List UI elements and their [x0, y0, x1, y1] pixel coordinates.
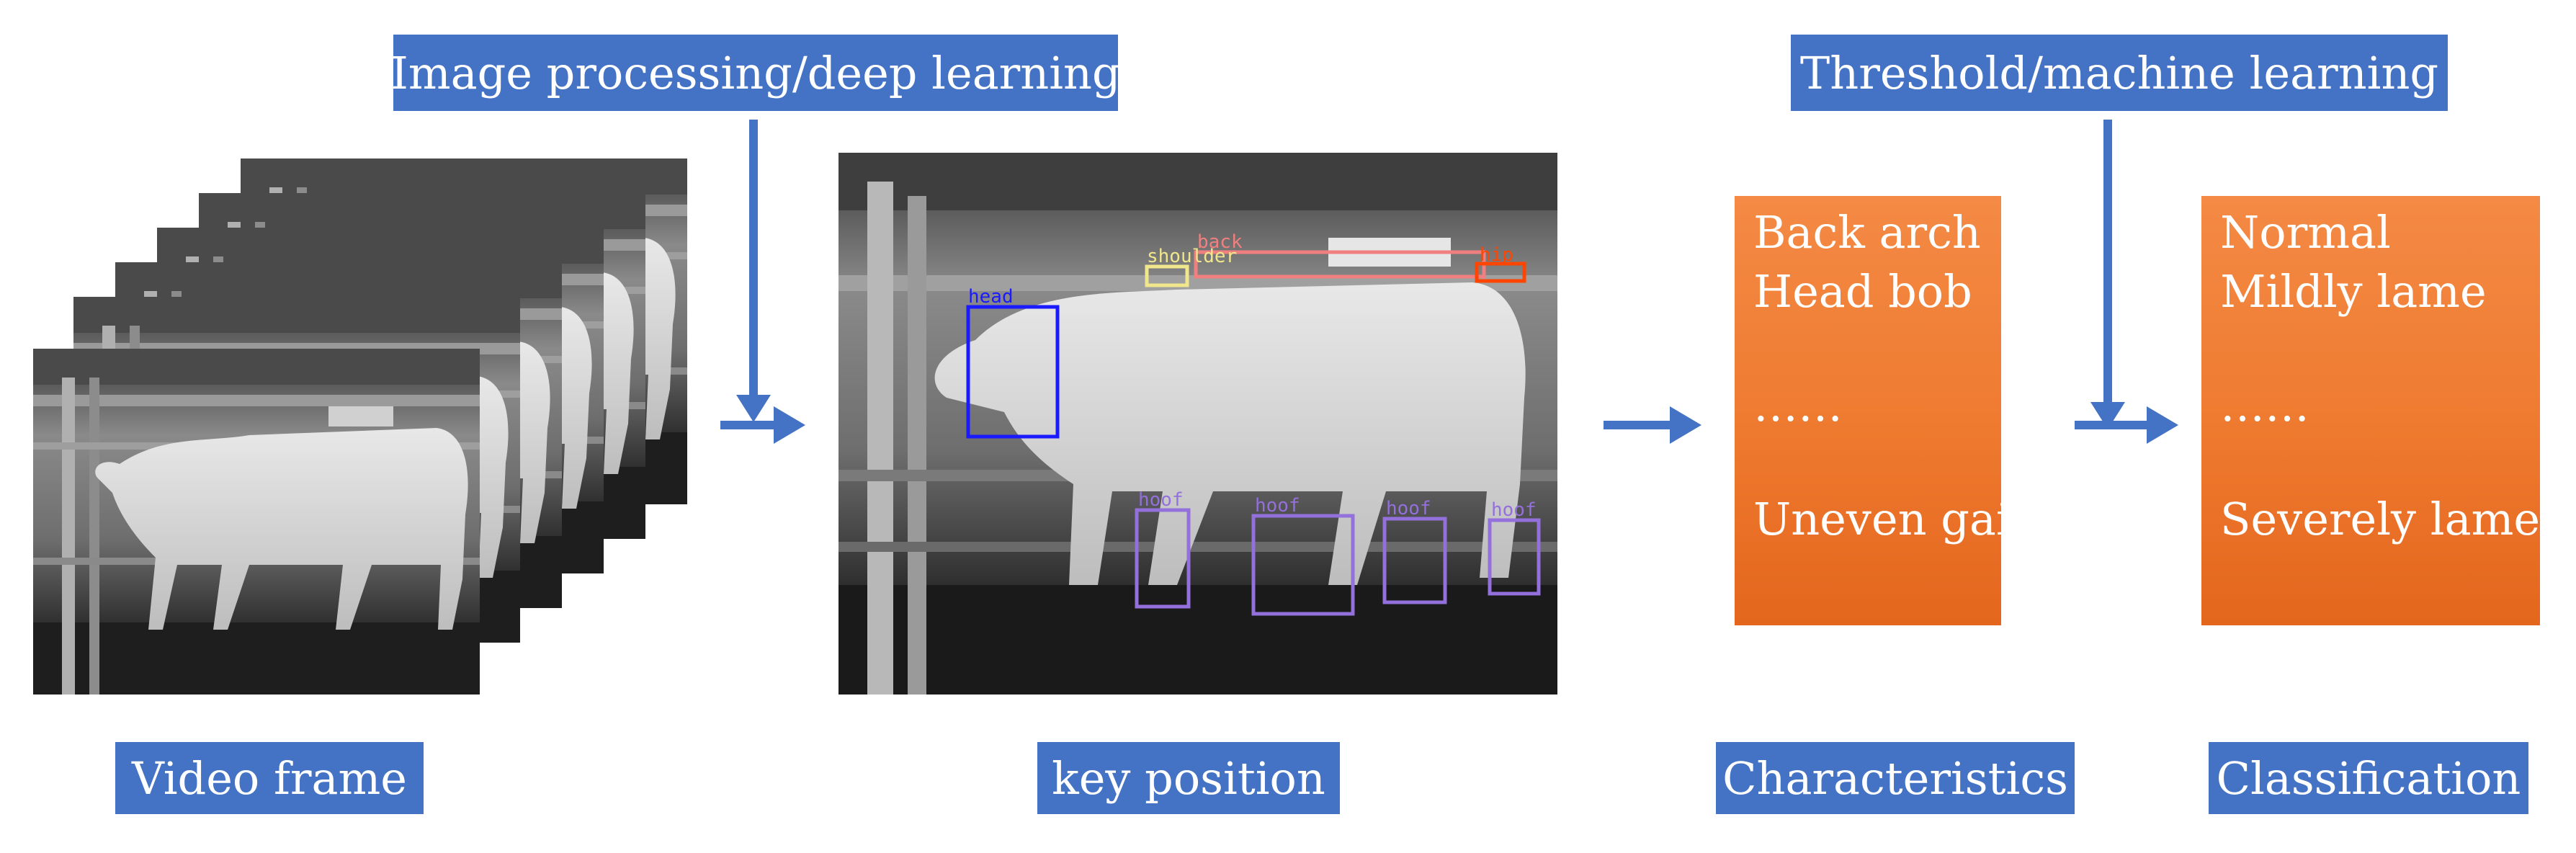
- class-ellipsis: ……: [2220, 379, 2309, 432]
- classifier-label: Threshold/machine learning: [1791, 35, 2448, 111]
- characteristics-label: Characteristics: [1716, 742, 2075, 814]
- video-frame-stack: [33, 158, 687, 695]
- key-position-label: key position: [1037, 742, 1340, 814]
- hoof-tag-3: hoof: [1386, 498, 1431, 519]
- video-frame-label: Video frame: [115, 742, 424, 814]
- characteristic-back-arch: Back arch: [1753, 206, 1981, 259]
- key-position-frame: [838, 153, 1557, 695]
- arrow-right-to-keyposition: [720, 406, 805, 444]
- hoof-box-3: [1382, 517, 1447, 604]
- hip-box: [1475, 262, 1526, 283]
- hoof-tag-1: hoof: [1138, 489, 1184, 511]
- characteristic-uneven-gait: Uneven gait: [1753, 493, 2029, 545]
- hoof-tag-4: hoof: [1491, 499, 1537, 521]
- hoof-box-2: [1251, 514, 1355, 616]
- arrow-right-to-characteristics: [1604, 406, 1701, 444]
- characteristics-box: Back arch Head bob …… Uneven gait: [1735, 196, 2029, 625]
- processing-label: Image processing/deep learning: [390, 35, 1121, 111]
- hip-tag: hip: [1480, 244, 1513, 266]
- hoof-box-4: [1488, 518, 1541, 596]
- shoulder-box: [1145, 264, 1189, 287]
- arrow-down-classifier: [2090, 120, 2125, 429]
- classification-box: Normal Mildly lame …… Severely lame: [2201, 196, 2540, 625]
- head-tag: head: [968, 286, 1014, 308]
- arrow-down-processing: [736, 120, 771, 422]
- hoof-box-1: [1135, 508, 1191, 609]
- class-mildly-lame: Mildly lame: [2220, 265, 2487, 318]
- head-box: [966, 305, 1060, 439]
- class-severely-lame: Severely lame: [2220, 493, 2541, 545]
- classification-label: Classification: [2209, 742, 2528, 814]
- shoulder-tag: shoulder: [1147, 246, 1237, 267]
- back-tag: back: [1197, 231, 1243, 253]
- keypoint-overlays: [966, 250, 1541, 616]
- class-normal: Normal: [2220, 206, 2391, 259]
- characteristic-head-bob: Head bob: [1753, 265, 1972, 318]
- characteristic-ellipsis: ……: [1753, 379, 1843, 432]
- hoof-tag-2: hoof: [1255, 495, 1300, 517]
- arrow-right-to-classification: [2075, 406, 2178, 444]
- video-frame-1: [33, 349, 480, 695]
